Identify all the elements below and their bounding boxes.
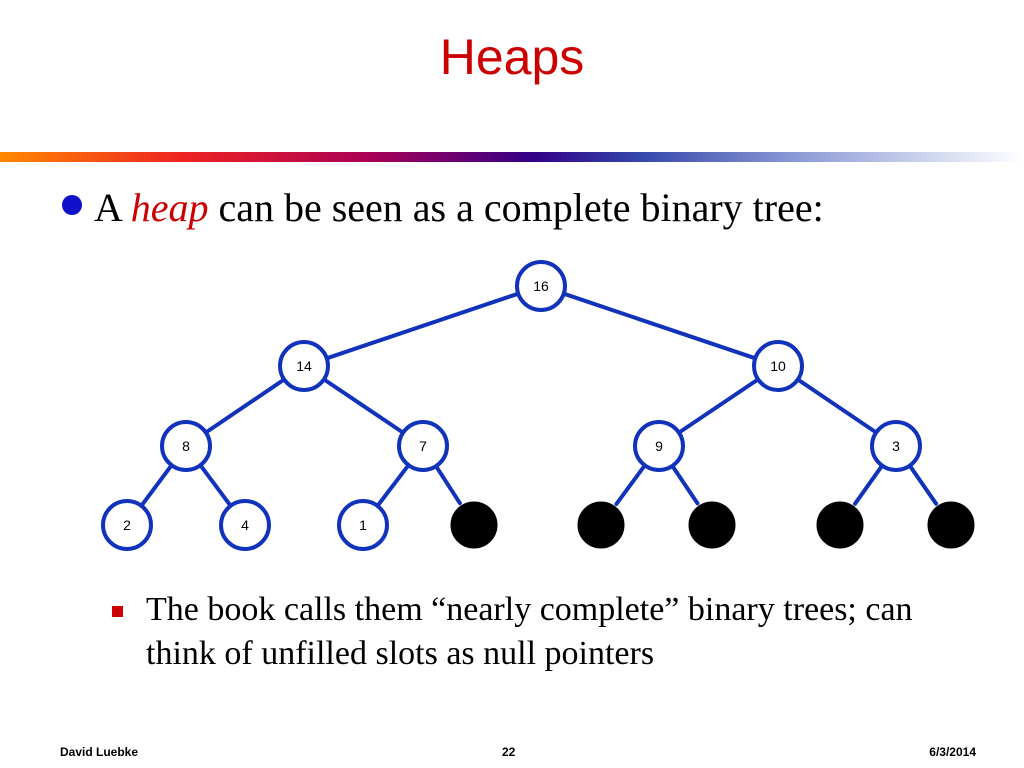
tree-edge-n14-n8 bbox=[205, 378, 285, 434]
tree-null-node bbox=[450, 501, 498, 549]
tree-edges bbox=[140, 292, 939, 507]
tree-node-16 bbox=[515, 260, 567, 312]
tree-edge-n9-null3 bbox=[671, 465, 700, 506]
square-bullet-icon bbox=[112, 606, 123, 617]
bullet-dot-icon bbox=[62, 195, 82, 215]
tree-node-label: 8 bbox=[182, 438, 190, 454]
bullet-main: A heap can be seen as a complete binary … bbox=[62, 184, 824, 231]
tree-node-1 bbox=[337, 499, 389, 551]
tree-node-label: 1 bbox=[359, 517, 367, 533]
tree-null-node bbox=[688, 501, 736, 549]
tree-node-label: 9 bbox=[655, 438, 663, 454]
slide-title: Heaps bbox=[439, 29, 585, 85]
tree-node-14 bbox=[278, 340, 330, 392]
tree-edge-n7-n1 bbox=[376, 464, 410, 507]
tree-edge-n16-n14 bbox=[326, 292, 519, 360]
tree-null-node bbox=[577, 501, 625, 549]
tree-node-label: 2 bbox=[123, 517, 131, 533]
tree-node-label: 16 bbox=[533, 278, 549, 294]
tree-node-2 bbox=[101, 499, 153, 551]
tree-null-node bbox=[927, 501, 975, 549]
tree-edge-n10-n3 bbox=[797, 378, 877, 434]
sub-bullet-text: The book calls them “nearly complete” bi… bbox=[146, 591, 913, 673]
tree-edge-n8-n2 bbox=[140, 464, 173, 507]
tree-edge-n8-n4 bbox=[199, 464, 232, 507]
tree-edge-n14-n7 bbox=[323, 378, 404, 434]
tree-node-10 bbox=[752, 340, 804, 392]
tree-node-label: 7 bbox=[419, 438, 427, 454]
footer-page-number: 22 bbox=[502, 745, 516, 759]
tree-edge-n3-null4 bbox=[853, 465, 883, 506]
tree-edge-n3-null5 bbox=[908, 465, 939, 506]
tree-edge-n16-n10 bbox=[563, 292, 756, 360]
tree-node-7 bbox=[397, 420, 449, 472]
tree-node-label: 10 bbox=[770, 358, 786, 374]
tree-edge-n9-null2 bbox=[614, 465, 646, 506]
tree-null-node bbox=[816, 501, 864, 549]
tree-nodes: 16 14 10 8 7 9 3 2 4 1 bbox=[101, 260, 975, 551]
tree-node-4 bbox=[219, 499, 271, 551]
tree-edge-n7-null1 bbox=[435, 465, 462, 506]
tree-node-3 bbox=[870, 420, 922, 472]
bullet-suffix: can be seen as a complete binary tree: bbox=[208, 185, 824, 230]
tree-node-9 bbox=[633, 420, 685, 472]
footer-date: 6/3/2014 bbox=[929, 745, 976, 759]
tree-node-label: 3 bbox=[892, 438, 900, 454]
title-gradient-rule bbox=[0, 152, 1024, 162]
tree-node-label: 4 bbox=[241, 517, 249, 533]
tree-node-label: 14 bbox=[296, 358, 312, 374]
footer-author: David Luebke bbox=[60, 745, 139, 759]
tree-edge-n10-n9 bbox=[678, 378, 759, 434]
bullet-emphasis: heap bbox=[130, 185, 209, 230]
tree-node-8 bbox=[160, 420, 212, 472]
bullet-prefix: A bbox=[94, 185, 131, 230]
sub-bullet: The book calls them “nearly complete” bi… bbox=[112, 588, 932, 676]
